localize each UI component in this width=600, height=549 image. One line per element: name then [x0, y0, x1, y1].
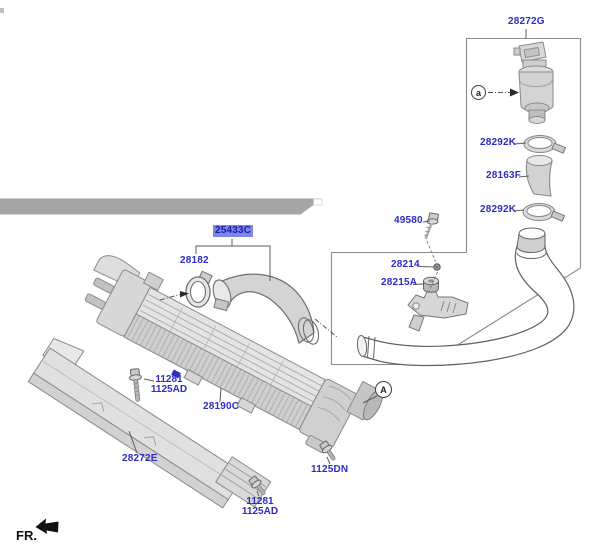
detail-view-box [330, 37, 582, 366]
part-label-1125ad-left[interactable]: 1125AD [150, 383, 188, 395]
callout-circle-A: A [375, 381, 392, 398]
part-label-28215a[interactable]: 28215A [381, 277, 418, 288]
intercooler-tab [183, 369, 203, 386]
part-label-28292k-lower[interactable]: 28292K [480, 204, 517, 215]
part-label-28214[interactable]: 28214 [391, 259, 420, 270]
part-label-49580[interactable]: 49580 [394, 215, 423, 226]
intercooler-mount-pin [93, 277, 115, 294]
part-label-28272g[interactable]: 28272G [508, 16, 545, 27]
hose-28163f [525, 155, 553, 197]
insulator-28215a [423, 276, 439, 293]
part-label-28163f[interactable]: 28163F [486, 170, 522, 181]
part-label-28272e[interactable]: 28272E [122, 453, 158, 464]
bolt-11281-left [128, 368, 142, 402]
clamp-assembly-arrow [159, 291, 189, 301]
clamp-28292k-lower [522, 203, 566, 222]
part-label-11281-bottom[interactable]: 11281 [246, 496, 274, 507]
part-label-11281-left[interactable]: 11281 [155, 374, 183, 385]
part-label-11281-1125ad-left[interactable]: 11281 1125AD [146, 375, 192, 394]
part-label-1125dn[interactable]: 1125DN [311, 464, 349, 475]
intercooler-hose-25433c [212, 273, 320, 345]
gray-banner-bar [0, 198, 323, 215]
leader-lines [128, 29, 530, 497]
intercooler-mount-pin [84, 293, 106, 310]
part-label-11281-1125ad-bottom[interactable]: 11281 1125AD [237, 497, 283, 516]
valve-assembly-28272g [513, 41, 554, 124]
air-intake-tube [356, 227, 575, 367]
hose-fitting [213, 297, 230, 312]
bolt-49580 [423, 212, 439, 293]
part-label-25433c-selected[interactable]: 25433C [213, 225, 254, 237]
callout-a-arrow [488, 88, 519, 97]
callout-circle-a: a [471, 85, 486, 100]
selected-mount-point-marker [171, 369, 181, 379]
air-guard-28272e [27, 338, 272, 509]
hose-to-tube-assembly-line [314, 318, 338, 338]
part-label-28182[interactable]: 28182 [180, 255, 209, 266]
bolt-1125dn [319, 440, 336, 461]
part-label-28190c[interactable]: 28190C [203, 401, 240, 412]
intercooler-inlet-stub [143, 271, 164, 291]
front-direction-arrow-icon [35, 518, 59, 534]
part-label-28292k-upper[interactable]: 28292K [480, 137, 517, 148]
clamp-28292k-upper [523, 135, 567, 154]
nut-28214 [433, 263, 441, 271]
intercooler-28190c [84, 255, 384, 453]
intercooler-tab [236, 397, 256, 414]
front-direction-label: FR. [16, 528, 37, 543]
clamp-28182 [185, 270, 213, 308]
bolt-11281-bottom [248, 475, 266, 496]
tube-bracket [407, 289, 469, 332]
part-label-1125ad-bottom[interactable]: 1125AD [241, 505, 279, 517]
edge-artifact [0, 8, 4, 13]
